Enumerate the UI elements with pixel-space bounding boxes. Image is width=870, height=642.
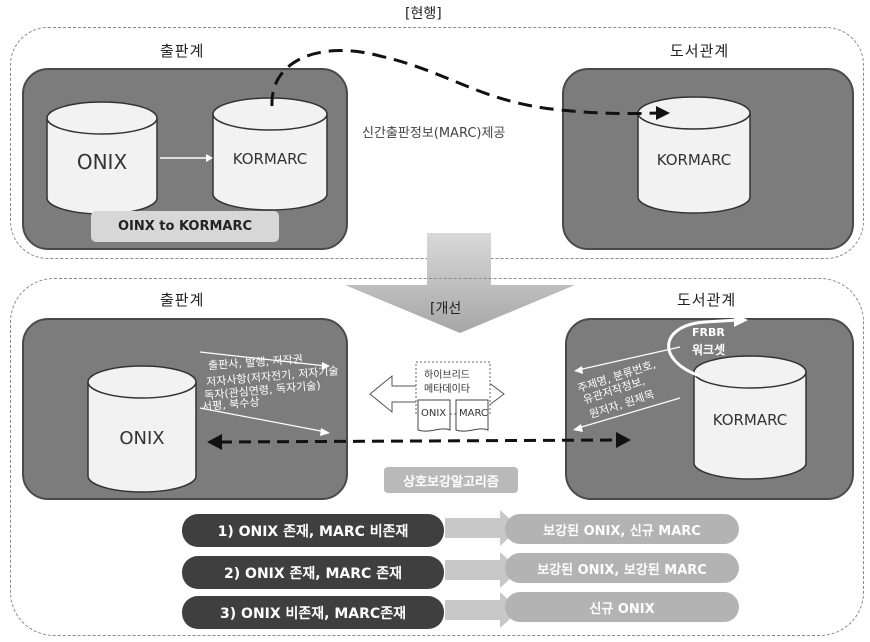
workset-label: 워크셋: [692, 343, 726, 357]
publisher-field-arrows: [199, 351, 330, 436]
case-1-condition: 1) ONIX 존재, MARC 비존재: [182, 514, 444, 547]
improved-kormarc-cylinder: [693, 355, 807, 480]
current-library-kormarc-label: KORMARC: [656, 151, 732, 169]
case-1-result: 보강된 ONIX, 신규 MARC: [505, 514, 739, 544]
improved-onix-cylinder: [87, 365, 197, 493]
case-arrows: [445, 510, 520, 628]
case-3-condition: 3) ONIX 비존재, MARC존재: [182, 596, 444, 629]
current-onix-label: ONIX: [76, 150, 128, 174]
onix-doc-icon: [417, 399, 451, 432]
current-kormarc-cylinder: [212, 97, 328, 211]
improved-kormarc-label: KORMARC: [712, 411, 788, 429]
improved-library-title: 도서관계: [677, 291, 737, 309]
marc-doc-icon: [455, 399, 489, 432]
current-publisher-title: 출판계: [160, 42, 205, 60]
mutual-dashed-arrow: [207, 432, 631, 450]
improvement-arrow: [345, 233, 575, 333]
oinx-to-kormarc-pill: OINX to KORMARC: [91, 211, 279, 242]
library-field-arrows: [573, 346, 681, 432]
case-2-result: 보강된 ONIX, 보강된 MARC: [505, 553, 739, 583]
improvement-label: [개선: [430, 301, 462, 317]
header-title: [현행]: [405, 6, 442, 22]
current-kormarc-label: KORMARC: [232, 150, 308, 168]
case-3-result: 신규 ONIX: [505, 592, 739, 622]
case-2-condition: 2) ONIX 존재, MARC 존재: [182, 556, 444, 589]
current-library-title: 도서관계: [670, 42, 730, 60]
frbr-loop-arrow: [667, 313, 748, 378]
frbr-label: FRBR: [692, 326, 725, 339]
case-2-condition-text: 2) ONIX 존재, MARC 존재: [224, 565, 402, 582]
current-library-kormarc-cylinder: [637, 96, 751, 214]
onix-to-kormarc-arrow: [160, 154, 213, 162]
hybrid-onix-label: ONIX: [421, 408, 447, 419]
current-cylinders: [46, 49, 751, 215]
improved-section: [10, 278, 864, 636]
case-1-condition-text: 1) ONIX 존재, MARC 비존재: [217, 523, 409, 540]
current-onix-cylinder: [46, 101, 158, 215]
algorithm-pill: 상호보강알고리즘: [384, 467, 518, 493]
hybrid-marc-label: MARC: [459, 408, 488, 419]
case-2-result-text: 보강된 ONIX, 보강된 MARC: [537, 562, 707, 578]
case-3-result-text: 신규 ONIX: [589, 601, 655, 617]
case-1-result-text: 보강된 ONIX, 신규 MARC: [543, 523, 701, 539]
hybrid-line-1: 하이브리드: [424, 370, 470, 381]
case-3-condition-text: 3) ONIX 비존재, MARC존재: [220, 605, 406, 622]
algorithm-label: 상호보강알고리즘: [403, 474, 499, 490]
provide-label: 신간출판정보(MARC)제공: [362, 126, 506, 141]
improved-publisher-title: 출판계: [160, 291, 205, 309]
marc-provide-arrow: [270, 49, 670, 120]
improved-onix-label: ONIX: [119, 428, 165, 449]
oinx-to-kormarc-label: OINX to KORMARC: [117, 219, 253, 234]
hybrid-line-2: 메타데이타: [424, 384, 470, 395]
